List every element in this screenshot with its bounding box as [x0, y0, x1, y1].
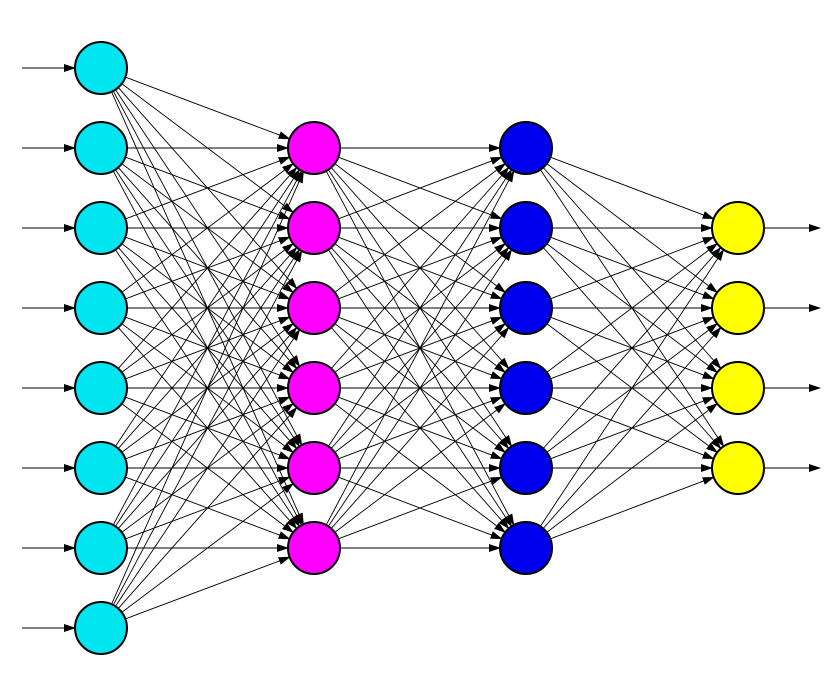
connection-l1n1-l2n0 [338, 156, 503, 220]
connection-l0n6-l1n0 [112, 170, 303, 526]
input-node-7 [74, 601, 128, 655]
input-node-1 [74, 121, 128, 175]
connection-l2n2-l3n0 [550, 236, 715, 300]
connection-l2n5-l3n1 [542, 326, 722, 529]
connection-l2n4-l3n0 [542, 246, 722, 449]
hidden-1-node-4 [287, 441, 341, 495]
hidden-2-node-3 [499, 361, 553, 415]
output-node-1 [711, 281, 765, 335]
connection-l0n7-l1n3 [117, 406, 298, 609]
connection-l2n3-l3n0 [546, 243, 719, 373]
input-node-4 [74, 361, 128, 415]
connection-l0n5-l1n0 [115, 168, 301, 447]
connection-l0n7-l1n2 [115, 328, 301, 607]
connections [111, 76, 725, 620]
connection-l0n3-l1n0 [121, 163, 295, 293]
connection-l1n3-l2n0 [330, 166, 510, 369]
hidden-2-node-0 [499, 121, 553, 175]
hidden-1-node-2 [287, 281, 341, 335]
connection-l1n5-l2n3 [334, 403, 507, 533]
hidden-1-node-5 [287, 521, 341, 575]
hidden-1-node-1 [287, 201, 341, 255]
input-node-0 [74, 41, 128, 95]
connection-l1n5-l2n1 [327, 248, 513, 527]
connection-l0n7-l1n1 [112, 250, 303, 606]
hidden-2-node-2 [499, 281, 553, 335]
connection-l1n5-l2n0 [325, 170, 515, 526]
output-node-0 [711, 201, 765, 255]
io-arrows [22, 64, 821, 632]
neurons [74, 41, 765, 655]
connection-l0n7-l1n4 [121, 483, 295, 613]
input-node-5 [74, 441, 128, 495]
connection-l0n4-l1n0 [117, 166, 298, 369]
input-node-3 [74, 281, 128, 335]
connection-l1n5-l2n2 [330, 326, 510, 529]
hidden-1-node-3 [287, 361, 341, 415]
hidden-2-node-5 [499, 521, 553, 575]
connection-l0n2-l1n0 [125, 156, 291, 220]
connection-l1n5-l2n4 [338, 476, 503, 540]
output-node-3 [711, 441, 765, 495]
connection-l2n5-l3n0 [539, 248, 725, 527]
connection-l2n0-l3n0 [550, 156, 715, 220]
input-node-6 [74, 521, 128, 575]
connection-l2n5-l3n2 [546, 403, 719, 533]
connection-l2n5-l3n3 [550, 476, 715, 540]
hidden-2-node-1 [499, 201, 553, 255]
connection-l0n0-l1n0 [125, 76, 291, 140]
connection-l0n7-l1n5 [125, 556, 291, 620]
hidden-2-node-4 [499, 441, 553, 495]
connection-l0n7-l1n0 [111, 170, 304, 605]
hidden-1-node-0 [287, 121, 341, 175]
connection-l1n2-l2n0 [334, 163, 507, 293]
connection-l1n4-l2n0 [327, 168, 513, 447]
input-node-2 [74, 201, 128, 255]
output-node-2 [711, 361, 765, 415]
